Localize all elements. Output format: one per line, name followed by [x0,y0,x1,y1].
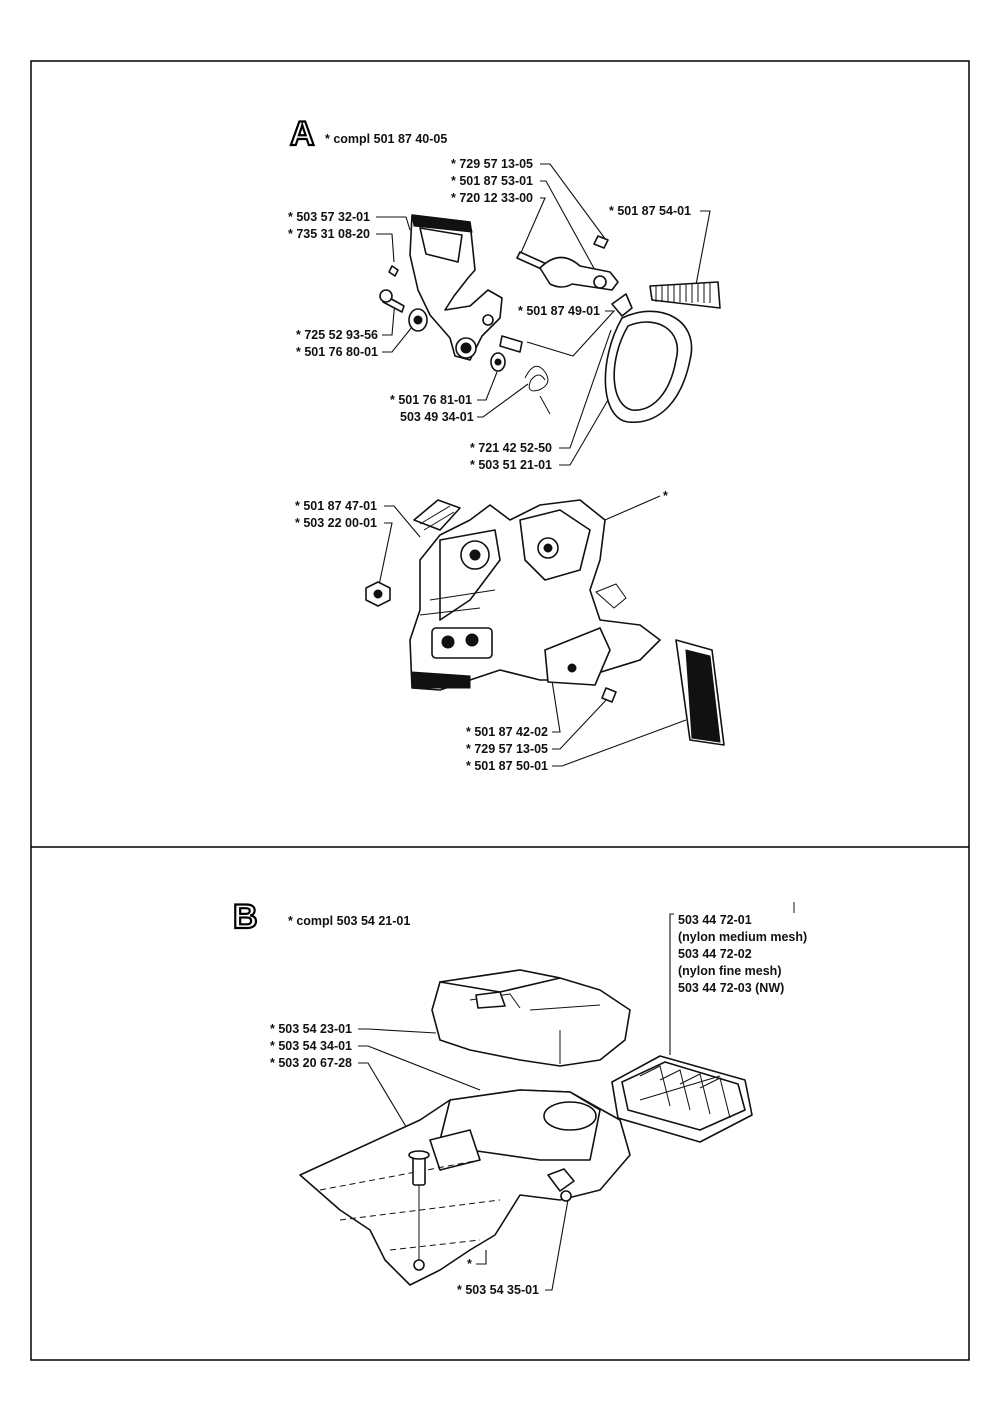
small-top-cover [431,969,631,1067]
label-501-87-42-02: * 501 87 42-02 [466,725,548,739]
label-720-12-33-00: * 720 12 33-00 [451,191,533,205]
leader-lines-a [376,163,711,767]
label-501-87-53-01: * 501 87 53-01 [451,174,533,188]
chain-brake-lever [409,214,503,361]
section-b-letter: B [233,898,258,936]
label-nylon-fine-mesh: (nylon fine mesh) [678,964,781,978]
label-star-cover: * [663,489,668,503]
brake-small-parts [379,235,619,415]
section-a-compl: * compl 501 87 40-05 [325,132,447,146]
label-729-57-13-05-b: * 729 57 13-05 [466,742,548,756]
label-503-54-34-01: * 503 54 34-01 [270,1039,352,1053]
rubber-pad [675,639,725,746]
label-503-49-34-01: 503 49 34-01 [400,410,474,424]
diagram-border [30,60,970,1361]
leader-lines-b [358,913,674,1291]
label-721-42-52-50: * 721 42 52-50 [470,441,552,455]
clutch-cover [409,499,661,691]
label-501-87-49-01: * 501 87 49-01 [518,304,600,318]
label-501-87-50-01: * 501 87 50-01 [466,759,548,773]
label-503-20-67-28: * 503 20 67-28 [270,1056,352,1070]
section-b: B * compl 503 54 21-01 503 44 72-01 (nyl… [232,897,807,1297]
label-503-44-72-03: 503 44 72-03 (NW) [678,981,784,995]
label-503-54-23-01: * 503 54 23-01 [270,1022,352,1036]
label-501-87-54-01: * 501 87 54-01 [609,204,691,218]
section-a-letter: A [290,115,315,153]
label-503-44-72-02: 503 44 72-02 [678,947,752,961]
section-a: A * compl 501 87 40-05 * 729 57 13-05 * … [288,114,725,773]
label-nylon-medium-mesh: (nylon medium mesh) [678,930,807,944]
label-star-top-cover: * [467,1257,472,1271]
label-735-31-08-20: * 735 31 08-20 [288,227,370,241]
main-top-cover [299,1089,631,1286]
cover-small-parts [365,499,461,607]
label-503-54-35-01: * 503 54 35-01 [457,1283,539,1297]
label-503-22-00-01: * 503 22 00-01 [295,516,377,530]
label-503-44-72-01: 503 44 72-01 [678,913,752,927]
label-501-76-80-01: * 501 76 80-01 [296,345,378,359]
chain-guide-plate [544,627,617,703]
label-729-57-13-05-a: * 729 57 13-05 [451,157,533,171]
brake-band [604,293,693,423]
coil-spring [649,281,721,309]
label-501-76-81-01: * 501 76 81-01 [390,393,472,407]
air-filter [611,1055,753,1143]
section-b-compl: * compl 503 54 21-01 [288,914,410,928]
label-503-57-32-01: * 503 57 32-01 [288,210,370,224]
label-503-51-21-01: * 503 51 21-01 [470,458,552,472]
label-501-87-47-01: * 501 87 47-01 [295,499,377,513]
label-725-52-93-56: * 725 52 93-56 [296,328,378,342]
